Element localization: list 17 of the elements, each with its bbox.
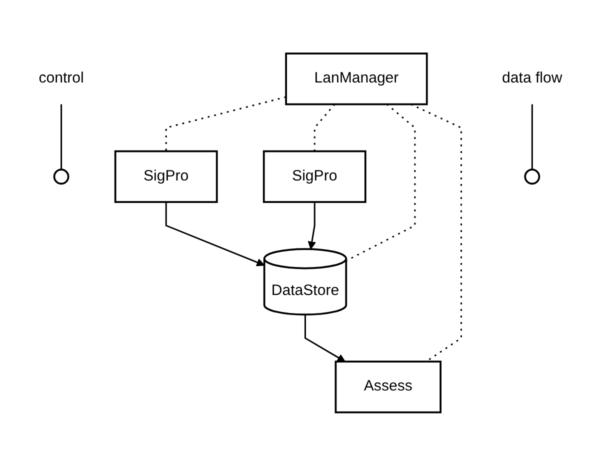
node-box: SigPro — [114, 150, 218, 204]
node-box: Assess — [334, 360, 442, 414]
connector — [410, 104, 462, 362]
node-text: data flow — [502, 70, 562, 86]
connector — [60, 104, 62, 170]
node-text: control — [38, 70, 84, 86]
node-box: SigPro — [262, 150, 366, 204]
connector — [165, 96, 286, 152]
arrow — [165, 202, 265, 266]
arrow — [304, 314, 346, 362]
connector — [531, 104, 533, 170]
node-box: LanManager — [285, 52, 428, 106]
arrow — [308, 202, 316, 250]
node-circle — [53, 168, 70, 185]
connector — [314, 104, 336, 152]
connector — [346, 104, 416, 262]
node-circle — [524, 168, 540, 185]
